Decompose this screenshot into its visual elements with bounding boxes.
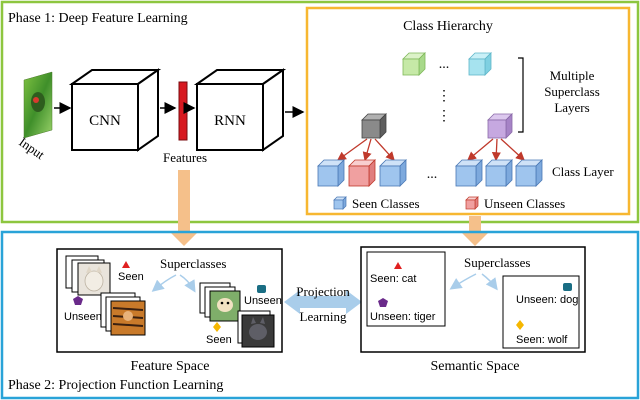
input-label: Input <box>16 134 47 162</box>
superclass-cube-green <box>402 52 426 76</box>
tiger-image-stack <box>100 292 146 336</box>
layers-label: Layers <box>554 100 589 115</box>
features-label: Features <box>163 150 207 165</box>
phase2-title: Phase 2: Projection Function Learning <box>8 378 223 393</box>
cnn-label: CNN <box>89 113 121 129</box>
feature-bar <box>178 81 188 141</box>
rnn-block <box>193 68 287 152</box>
superclass-cube-gray <box>361 113 387 139</box>
rnn-label: RNN <box>214 113 246 129</box>
vertical-ellipsis: ⋮ <box>437 89 451 104</box>
semantic-unseen-dog: Unseen: dog <box>516 294 578 306</box>
feature-unseen-left: Unseen <box>64 311 102 323</box>
unseen-hexagon-marker <box>257 285 266 293</box>
class-cube-seen-4 <box>485 159 513 187</box>
wolf-diamond-marker <box>516 320 524 330</box>
semantic-inner-box-right <box>502 275 580 349</box>
feature-seen-top: Seen <box>118 271 144 283</box>
feature-seen-bottom: Seen <box>206 334 232 346</box>
class-hierarchy-title: Class Hierarchy <box>403 19 493 34</box>
projection-double-arrow <box>284 290 362 314</box>
semantic-seen-cat: Seen: cat <box>370 273 416 285</box>
superclass-cube-purple <box>487 113 513 139</box>
class-row-ellipsis: ... <box>427 167 438 182</box>
vertical-ellipsis-2: ⋮ <box>437 109 451 124</box>
class-cube-seen-2 <box>379 159 407 187</box>
phase1-title: Phase 1: Deep Feature Learning <box>8 11 188 26</box>
unseen-legend-icon <box>465 196 479 210</box>
semantic-seen-wolf: Seen: wolf <box>516 334 568 346</box>
multiple-label: Multiple <box>550 68 595 83</box>
feature-super-arrow-left <box>151 274 177 292</box>
seen-triangle-marker <box>122 261 130 268</box>
dog-hexagon-marker <box>563 283 572 291</box>
phase1-frame <box>0 0 640 224</box>
feature-space-label: Feature Space <box>131 359 210 374</box>
feature-superclasses: Superclasses <box>160 256 226 271</box>
semantic-unseen-tiger: Unseen: tiger <box>370 311 436 323</box>
class-cube-seen-1 <box>317 159 345 187</box>
cat-image-stack <box>65 255 111 296</box>
seen-diamond-marker <box>213 322 221 332</box>
hierarchy-edges <box>336 138 525 162</box>
class-cube-unseen-1 <box>348 159 376 187</box>
tiger-pentagon-marker <box>378 298 388 307</box>
layers-bracket <box>518 57 524 133</box>
features-down-arrow <box>170 170 198 246</box>
class-cube-seen-5 <box>515 159 543 187</box>
projection-line2: Learning <box>300 309 347 324</box>
phase2-frame <box>0 230 640 400</box>
top-row-ellipsis: ... <box>439 57 450 72</box>
unseen-classes-label: Unseen Classes <box>484 196 565 211</box>
cnn-block <box>68 68 162 152</box>
wolf-image-stack <box>237 310 275 348</box>
class-cube-seen-3 <box>455 159 483 187</box>
cat-triangle-marker <box>394 262 402 269</box>
semantic-super-arrow-right <box>481 273 498 291</box>
superclass-label: Superclass <box>544 84 600 99</box>
feature-super-arrow-right <box>179 274 196 293</box>
class-layer-label: Class Layer <box>552 164 614 179</box>
feature-unseen-right: Unseen <box>244 295 282 307</box>
semantic-inner-box-left <box>366 251 446 327</box>
projection-line1: Projection <box>296 284 350 299</box>
seen-legend-icon <box>333 196 347 210</box>
superclass-cube-cyan <box>468 52 492 76</box>
semantic-super-arrow-left <box>449 273 477 290</box>
semantic-space-label: Semantic Space <box>430 359 519 374</box>
input-image <box>23 71 53 139</box>
seen-classes-label: Seen Classes <box>352 196 420 211</box>
unseen-pentagon-marker <box>73 296 83 305</box>
dog-image-stack <box>199 282 241 322</box>
semantic-superclasses: Superclasses <box>464 255 530 270</box>
class-hierarchy-frame <box>305 6 631 216</box>
